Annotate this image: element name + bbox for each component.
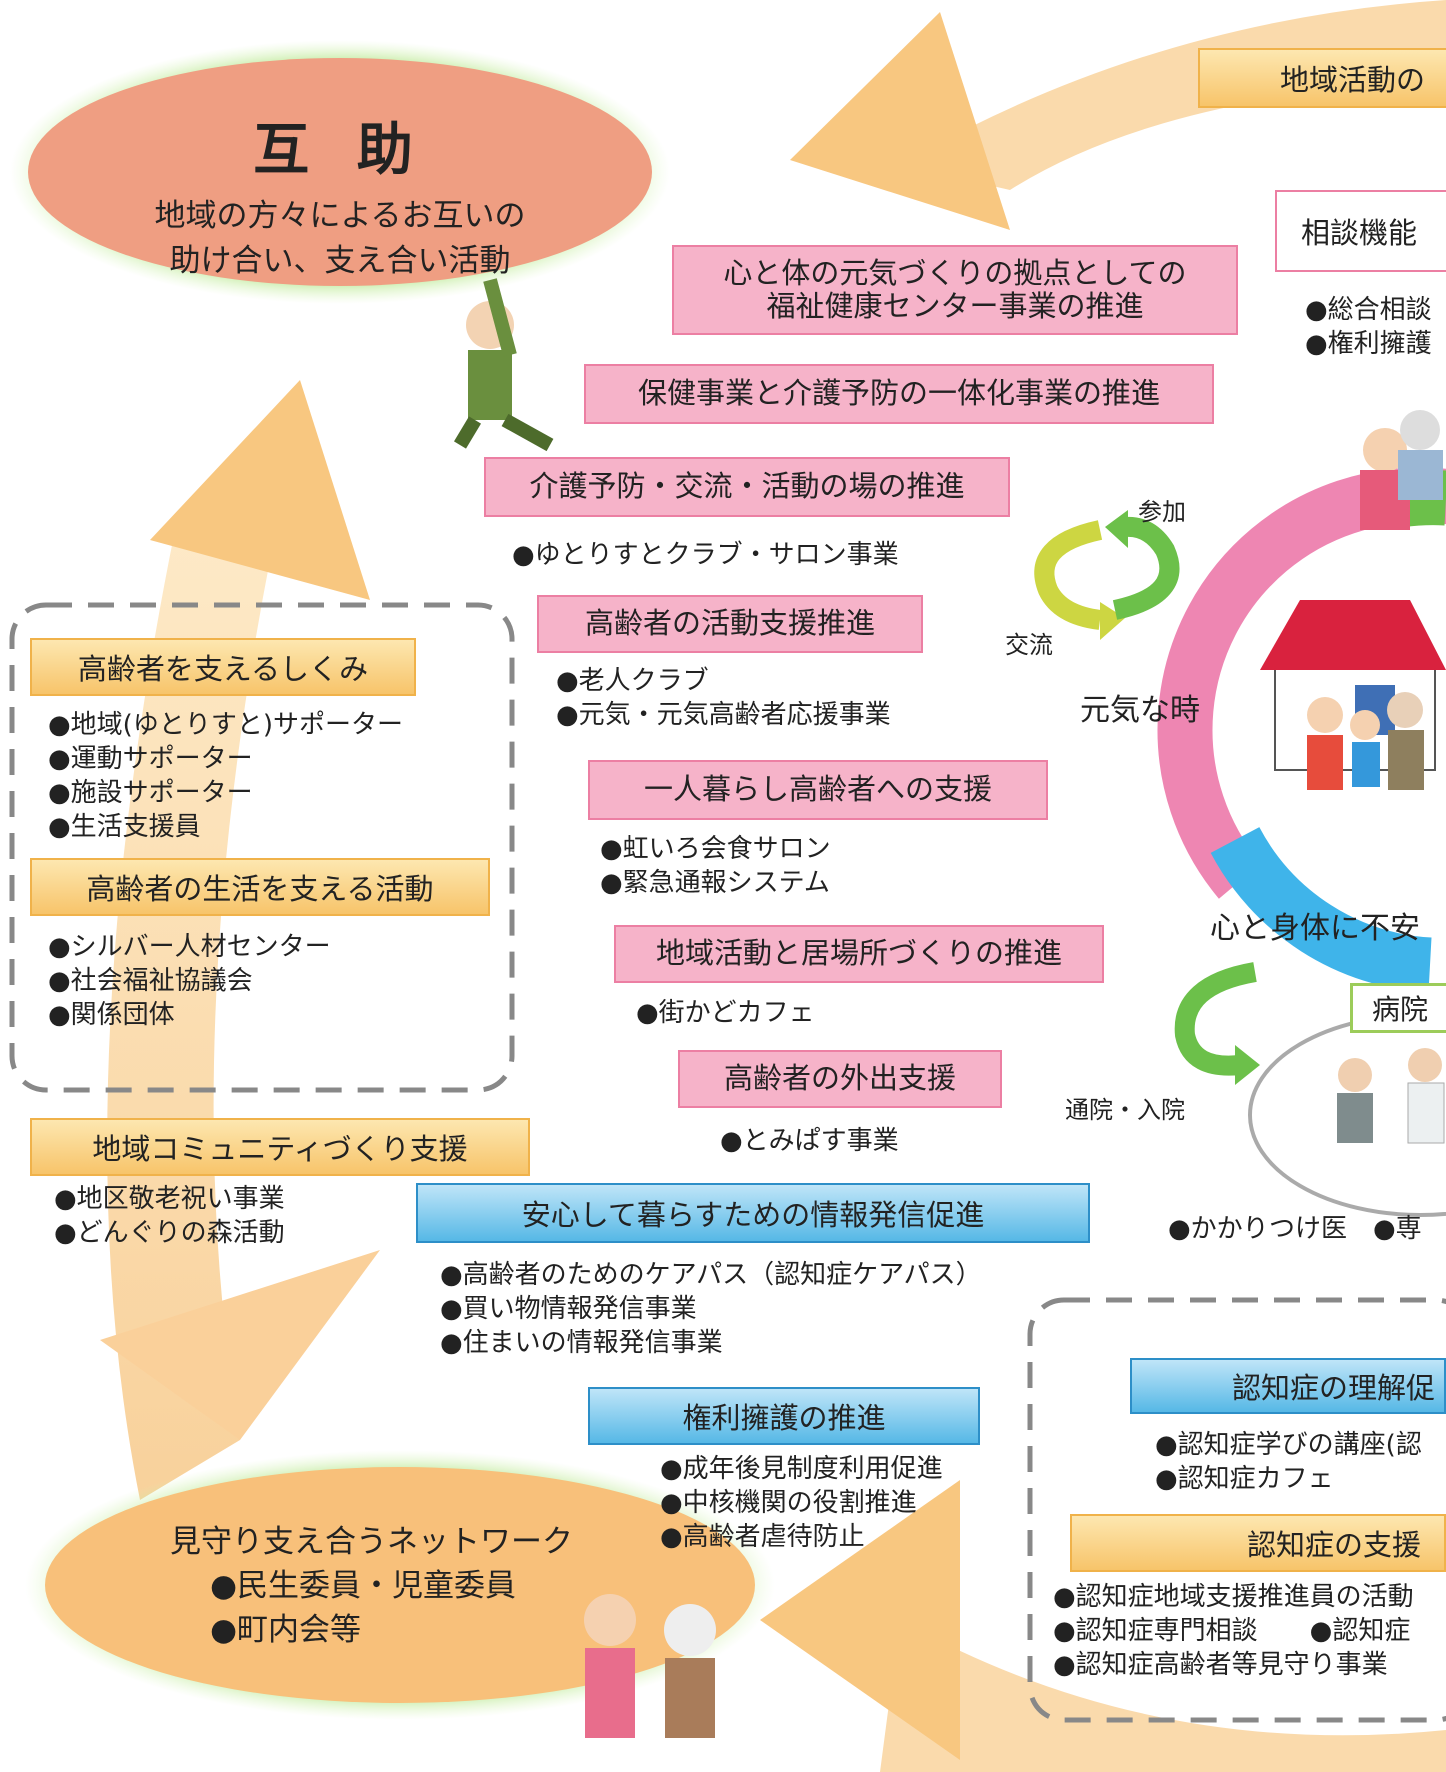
life-support-item: ●関係団体	[48, 1000, 175, 1030]
dementia-support-list: ●認知症地域支援推進員の活動 ●認知症専門相談 ●認知症 ●認知症高齢者等見守り…	[1053, 1580, 1414, 1682]
top-right-box: 地域活動の	[1198, 48, 1446, 108]
living-alone-item: ●虹いろ会食サロン	[600, 834, 831, 864]
care-prevention-list: ●ゆとりすとクラブ・サロン事業	[512, 538, 899, 572]
living-alone-list: ●虹いろ会食サロン ●緊急通報システム	[600, 832, 831, 900]
network-item: ●町内会等	[210, 1612, 362, 1648]
community-item: ●地区敬老祝い事業	[54, 1184, 285, 1214]
mutual-aid-ellipse	[28, 58, 652, 286]
bottom-arrow-head	[760, 1480, 960, 1760]
mutual-aid-title: 互 助	[253, 118, 427, 183]
family-illustration	[1307, 692, 1424, 790]
care-prevention-box: 介護予防・交流・活動の場の推進	[484, 457, 1010, 517]
support-group-frame	[9, 602, 515, 1093]
doctor-illustration	[1337, 1048, 1445, 1144]
dementia-support-item: ●認知症高齢者等見守り事業	[1053, 1650, 1388, 1680]
left-arrow-body	[107, 530, 270, 1500]
cycle-arrow-green-head	[1105, 510, 1128, 548]
dementia-understanding-item: ●認知症カフェ	[1155, 1464, 1334, 1494]
anxious-label: 心と身体に不安	[1210, 911, 1420, 946]
top-arrow-body	[900, 0, 1446, 190]
life-support-box: 高齢者の生活を支える活動	[30, 858, 490, 916]
rights-item: ●高齢者虐待防止	[660, 1522, 865, 1552]
mutual-aid-line1: 地域の方々によるお互いの	[154, 198, 526, 234]
dementia-support-box: 認知症の支援	[1070, 1514, 1446, 1572]
info-item: ●住まいの情報発信事業	[440, 1328, 723, 1358]
doctors-list: ●かかりつけ医 ●専	[1168, 1214, 1422, 1244]
outing-list: ●とみぱす事業	[720, 1124, 899, 1158]
activity-support-item: ●老人クラブ	[556, 666, 709, 696]
community-item: ●どんぐりの森活動	[54, 1218, 285, 1248]
community-list: ●地区敬老祝い事業 ●どんぐりの森活動	[54, 1182, 285, 1250]
bottom-arrow-body	[880, 1620, 1446, 1772]
left-lower-arrow-head	[100, 1250, 380, 1440]
exchange-label: 交流	[1005, 631, 1053, 659]
cycle-arrow-green	[1112, 516, 1180, 620]
cycle-arrow-yellow-head	[1100, 602, 1125, 640]
mutual-aid-line2: 助け合い、支え合い活動	[169, 243, 511, 279]
life-support-list: ●シルバー人材センター ●社会福祉協議会 ●関係団体	[48, 930, 331, 1032]
welfare-center-line1: 心と体の元気づくりの拠点としての	[723, 255, 1187, 290]
dementia-understanding-box: 認知症の理解促	[1130, 1358, 1446, 1414]
consultation-illustration	[1360, 410, 1443, 530]
caregiver-illustration	[584, 1594, 716, 1738]
elder-stretching-illustration	[453, 278, 554, 452]
support-system-item: ●運動サポーター	[48, 744, 253, 774]
support-system-item: ●地域(ゆとりすと)サポーター	[48, 710, 403, 740]
living-alone-item: ●緊急通報システム	[600, 868, 830, 898]
consultation-list: ●総合相談 ●権利擁護	[1305, 293, 1432, 361]
community-place-box: 地域活動と居場所づくりの推進	[614, 925, 1104, 983]
hospital-visit-label: 通院・入院	[1065, 1096, 1185, 1124]
community-place-item: ●街かどカフェ	[636, 998, 815, 1028]
consultation-item: ●権利擁護	[1305, 329, 1432, 359]
consultation-label: 相談機能	[1275, 190, 1446, 272]
consultation-item: ●総合相談	[1305, 295, 1432, 325]
network-ellipse	[45, 1467, 755, 1703]
dementia-understanding-list: ●認知症学びの講座(認 ●認知症カフェ	[1155, 1428, 1422, 1496]
mutual-aid-block: 互 助 地域の方々によるお互いの 助け合い、支え合い活動	[30, 105, 650, 280]
welfare-center-line2: 福祉健康センター事業の推進	[766, 289, 1144, 323]
activity-support-box: 高齢者の活動支援推進	[537, 595, 923, 653]
cycle-arrow-yellow	[1034, 520, 1103, 630]
living-alone-box: 一人暮らし高齢者への支援	[588, 760, 1048, 820]
info-item: ●高齢者のためのケアパス（認知症ケアパス）	[440, 1260, 982, 1290]
support-system-item: ●施設サポーター	[48, 778, 253, 808]
rights-item: ●成年後見制度利用促進	[660, 1454, 943, 1484]
healthy-label: 元気な時	[1080, 693, 1200, 728]
support-system-list: ●地域(ゆとりすと)サポーター ●運動サポーター ●施設サポーター ●生活支援員	[48, 708, 403, 844]
care-prevention-item: ●ゆとりすとクラブ・サロン事業	[512, 540, 899, 570]
dementia-support-item: ●認知症地域支援推進員の活動	[1053, 1582, 1414, 1612]
activity-support-item: ●元気・元気高齢者応援事業	[556, 700, 891, 730]
network-block: 見守り支え合うネットワーク ●民生委員・児童委員 ●町内会等	[170, 1520, 573, 1652]
activity-support-list: ●老人クラブ ●元気・元気高齢者応援事業	[556, 664, 891, 732]
info-box: 安心して暮らすための情報発信促進	[416, 1183, 1090, 1243]
rights-box: 権利擁護の推進	[588, 1387, 980, 1445]
integration-box: 保健事業と介護予防の一体化事業の推進	[584, 364, 1214, 424]
network-title: 見守り支え合うネットワーク	[170, 1524, 573, 1560]
support-system-box: 高齢者を支えるしくみ	[30, 638, 416, 696]
info-item: ●買い物情報発信事業	[440, 1294, 697, 1324]
info-list: ●高齢者のためのケアパス（認知症ケアパス） ●買い物情報発信事業 ●住まいの情報…	[440, 1258, 982, 1360]
hospital-arrow	[1174, 962, 1257, 1076]
participate-label: 参加	[1138, 498, 1186, 526]
welfare-center-box: 心と体の元気づくりの拠点としての 福祉健康センター事業の推進	[672, 245, 1238, 335]
dementia-group-frame	[1027, 1297, 1446, 1723]
dementia-support-item: ●認知症専門相談 ●認知症	[1053, 1616, 1411, 1646]
rights-item: ●中核機関の役割推進	[660, 1488, 917, 1518]
dementia-understanding-item: ●認知症学びの講座(認	[1155, 1430, 1422, 1460]
outing-item: ●とみぱす事業	[720, 1126, 899, 1156]
hospital-arrow-head	[1235, 1045, 1260, 1085]
hospital-label: 病院	[1350, 983, 1446, 1033]
outing-box: 高齢者の外出支援	[678, 1050, 1002, 1108]
ring-blue	[1210, 826, 1433, 993]
community-box: 地域コミュニティづくり支援	[30, 1118, 530, 1176]
top-arrow-head	[790, 12, 1010, 230]
support-system-item: ●生活支援員	[48, 812, 201, 842]
network-item: ●民生委員・児童委員	[210, 1568, 517, 1604]
rights-list: ●成年後見制度利用促進 ●中核機関の役割推進 ●高齢者虐待防止	[660, 1452, 943, 1554]
life-support-item: ●社会福祉協議会	[48, 966, 253, 996]
life-support-item: ●シルバー人材センター	[48, 932, 331, 962]
left-arrow-head	[150, 380, 370, 600]
community-place-list: ●街かどカフェ	[636, 996, 815, 1030]
